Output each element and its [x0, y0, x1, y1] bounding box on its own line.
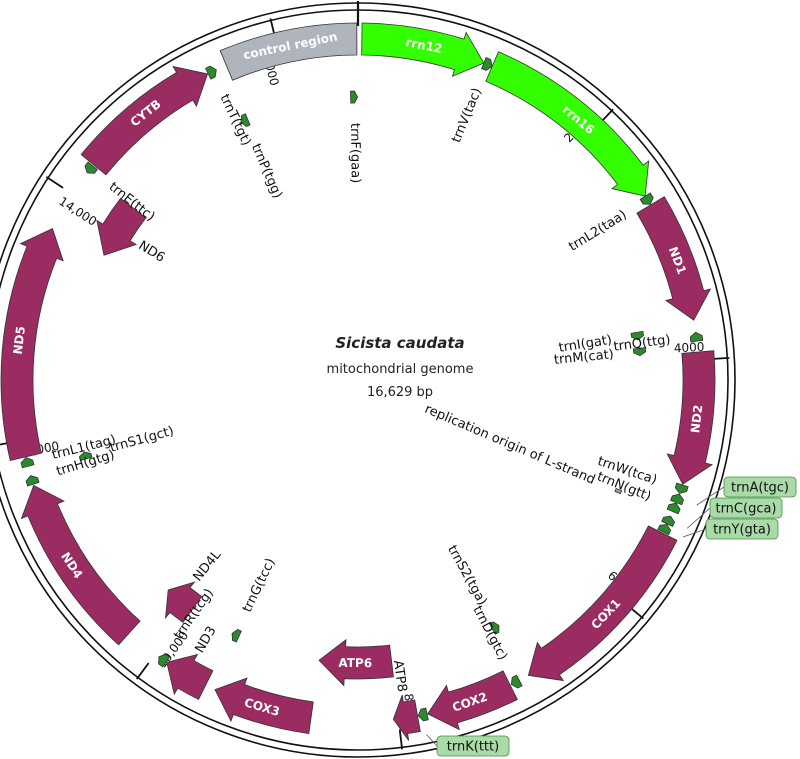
feature-trnC	[661, 515, 676, 527]
feature-label-trnS2: trnS2(tga)	[444, 543, 489, 608]
feature-label-trnG: trnG(tcc)	[240, 556, 279, 615]
feature-ATP8	[392, 694, 421, 741]
feature-COX2	[427, 670, 518, 731]
feature-label-trnK: trnK(ttt)	[447, 740, 499, 755]
feature-label-ATP8: ATP8	[390, 659, 409, 693]
feature-trnR	[158, 653, 171, 668]
feature-ND3	[166, 653, 214, 700]
leader-line	[686, 507, 711, 529]
feature-label-trnC: trnC(gca)	[715, 502, 776, 517]
feature-label-trnM: trnM(cat)	[553, 347, 614, 368]
feature-label-ATP6: ATP6	[338, 656, 372, 670]
feature-trnL2	[639, 192, 654, 205]
feature-trnS2	[488, 621, 500, 635]
feature-CYTB	[80, 65, 209, 176]
feature-trnH	[25, 475, 40, 487]
feature-trnY	[657, 524, 672, 536]
feature-label-trnY: trnY(gta)	[713, 523, 771, 538]
feature-ND4	[20, 484, 141, 646]
feature-OL	[614, 487, 623, 495]
feature-ND1	[636, 196, 712, 321]
feature-label-ND5: ND5	[11, 325, 28, 355]
tick-label: 14,000	[56, 194, 99, 229]
backbone	[0, 1, 736, 758]
feature-trnK	[417, 707, 429, 722]
feature-trnA	[670, 493, 685, 506]
label-box-trnC	[709, 497, 783, 519]
feature-label-trnF: trnF(gaa)	[347, 123, 363, 183]
leader-line	[426, 734, 438, 747]
feature-ATP6	[318, 638, 394, 687]
feature-label-trnA: trnA(tgc)	[731, 481, 789, 496]
feature-rrn12	[361, 22, 485, 78]
feature-trnS1	[78, 451, 93, 461]
feature-ND5	[0, 227, 64, 461]
feature-trnM	[632, 347, 647, 357]
feature-trnG	[231, 629, 242, 643]
label-box-trnK	[436, 735, 510, 757]
feature-label-ND2: ND2	[688, 404, 705, 434]
genome-subtitle: mitochondrial genome	[327, 362, 474, 377]
label-box-trnA	[723, 476, 797, 498]
genome-length: 16,629 bp	[367, 385, 433, 400]
tick-mark	[45, 176, 64, 189]
leader-line	[682, 528, 707, 538]
feature-label-trnD: trnD(gtc)	[469, 604, 510, 663]
label-box-trnY	[705, 518, 779, 540]
backbone-outer-ring	[0, 2, 736, 758]
feature-label-ND3: ND3	[193, 624, 220, 656]
feature-label-OL: replication origin of L-strand	[422, 402, 597, 488]
feature-rrn16	[485, 51, 650, 197]
feature-trnQ	[689, 331, 704, 343]
leader-line	[696, 486, 725, 506]
feature-trnN	[666, 502, 681, 515]
feature-ND6	[96, 197, 147, 256]
feature-trnT	[204, 65, 217, 80]
center-caption: Sicista caudata mitochondrial genome 16,…	[327, 334, 474, 400]
feature-COX1	[527, 525, 678, 682]
feature-label-trnQ: trnQ(ttg)	[613, 333, 672, 355]
feature-ND4L	[164, 581, 203, 623]
feature-label-ND6: ND6	[136, 238, 168, 266]
feature-trnP	[240, 113, 251, 127]
feature-trnL1	[20, 457, 35, 469]
feature-label-trnP: trnP(tgg)	[248, 142, 285, 201]
tick-label: 4000	[674, 340, 705, 356]
backbone-inner-ring	[0, 9, 729, 751]
feature-label-ND4L: ND4L	[191, 547, 225, 584]
feature-layer	[0, 22, 716, 741]
feature-trnD	[510, 674, 523, 689]
feature-control	[219, 22, 358, 81]
genome-title: Sicista caudata	[335, 334, 464, 352]
feature-COX3	[214, 677, 314, 735]
tick-mark	[398, 729, 403, 750]
feature-label-trnV: trnV(tac)	[449, 86, 485, 145]
feature-label-trnL2: trnL2(taa)	[566, 208, 629, 255]
feature-trnI	[630, 330, 644, 341]
feature-label-trnS1: trnS1(gct)	[108, 424, 175, 456]
feature-trnF	[350, 90, 359, 104]
tick-mark	[136, 662, 150, 680]
feature-trnV	[481, 56, 493, 71]
feature-trnE	[84, 161, 98, 174]
feature-ND2	[666, 350, 716, 485]
feature-trnW	[674, 482, 689, 494]
